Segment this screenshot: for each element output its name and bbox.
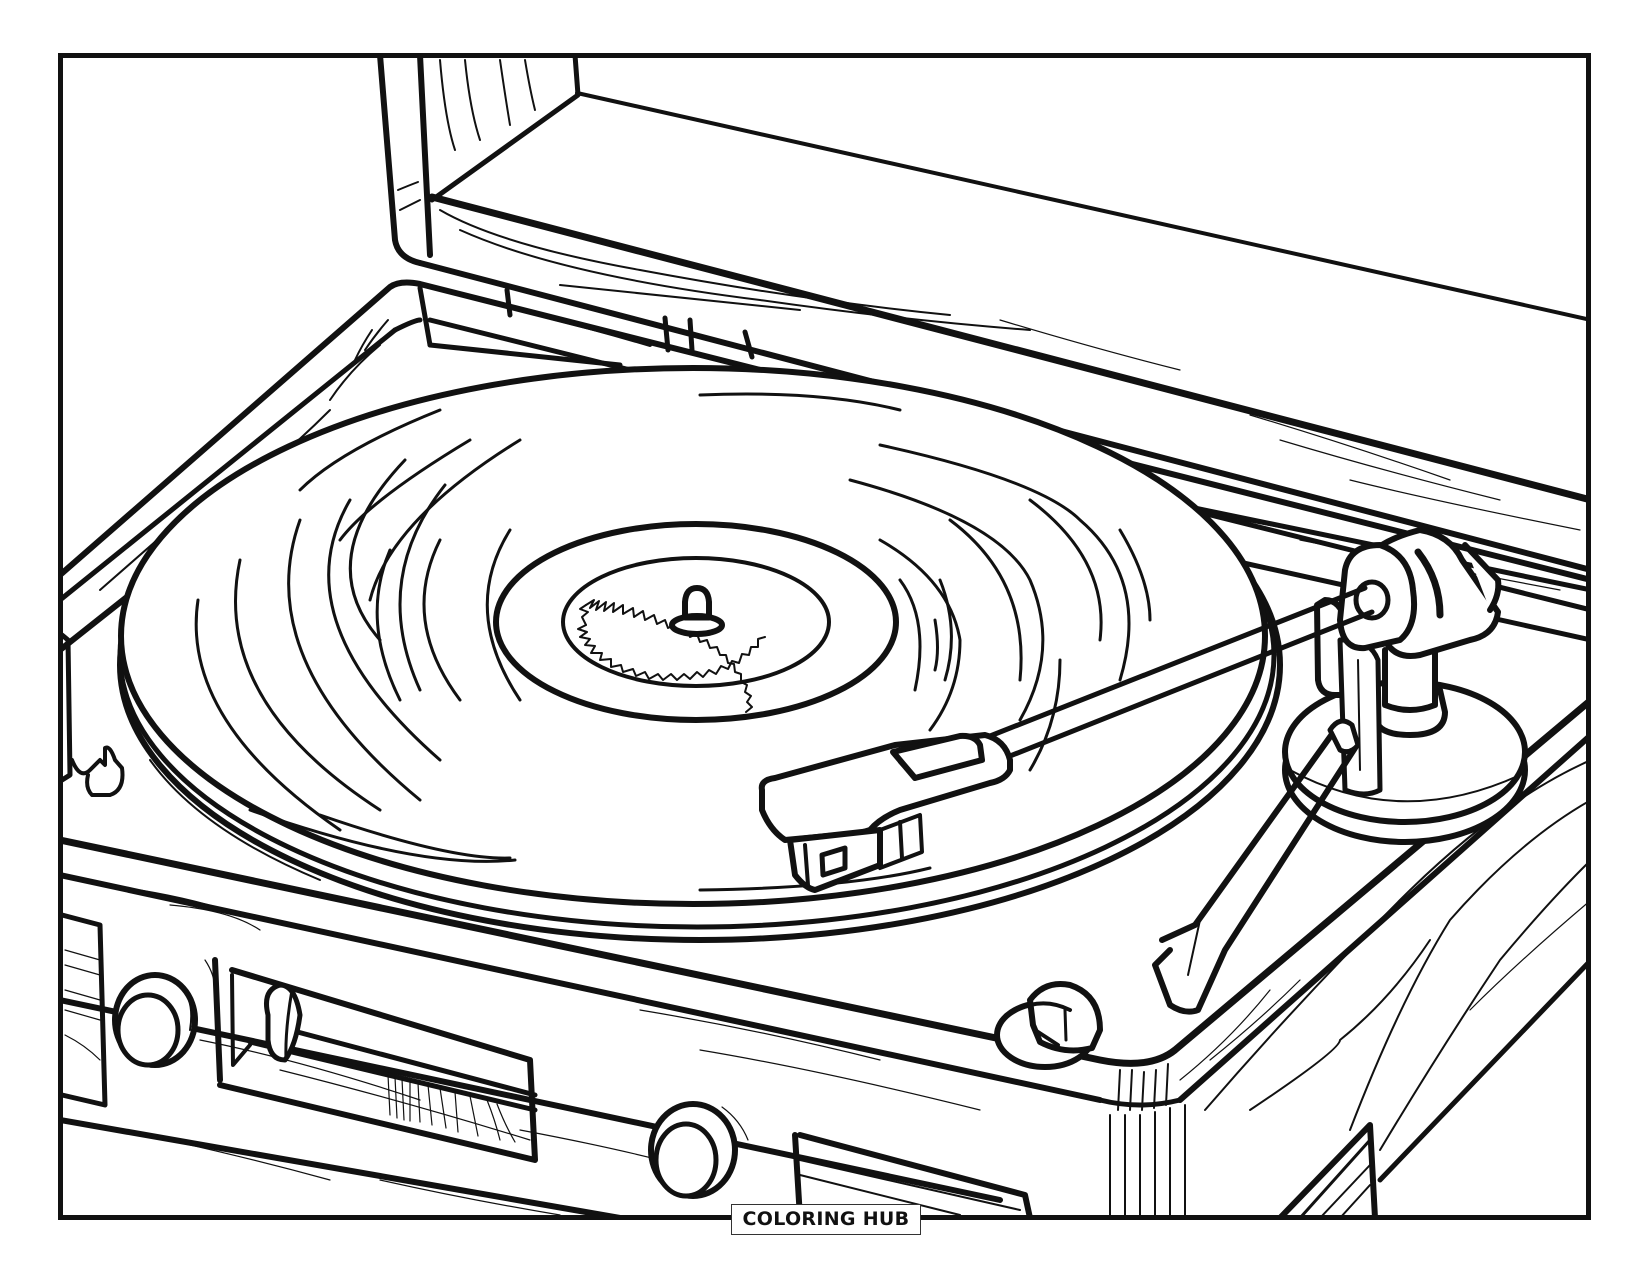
headshell: [758, 732, 1013, 893]
vinyl-record: [118, 365, 1268, 907]
record-grooves: [194, 392, 1152, 892]
front-knob-right: [648, 1101, 749, 1199]
front-knob-left: [112, 959, 216, 1068]
brand-label: COLORING HUB: [742, 1208, 910, 1230]
tonearm-counterweight: [1337, 527, 1502, 659]
tonearm: [758, 527, 1528, 1015]
spindle: [669, 585, 725, 637]
brand-badge: COLORING HUB: [731, 1204, 921, 1235]
arm-rest: [1152, 718, 1361, 1015]
speed-knob: [994, 981, 1103, 1070]
front-slider: [212, 957, 538, 1163]
